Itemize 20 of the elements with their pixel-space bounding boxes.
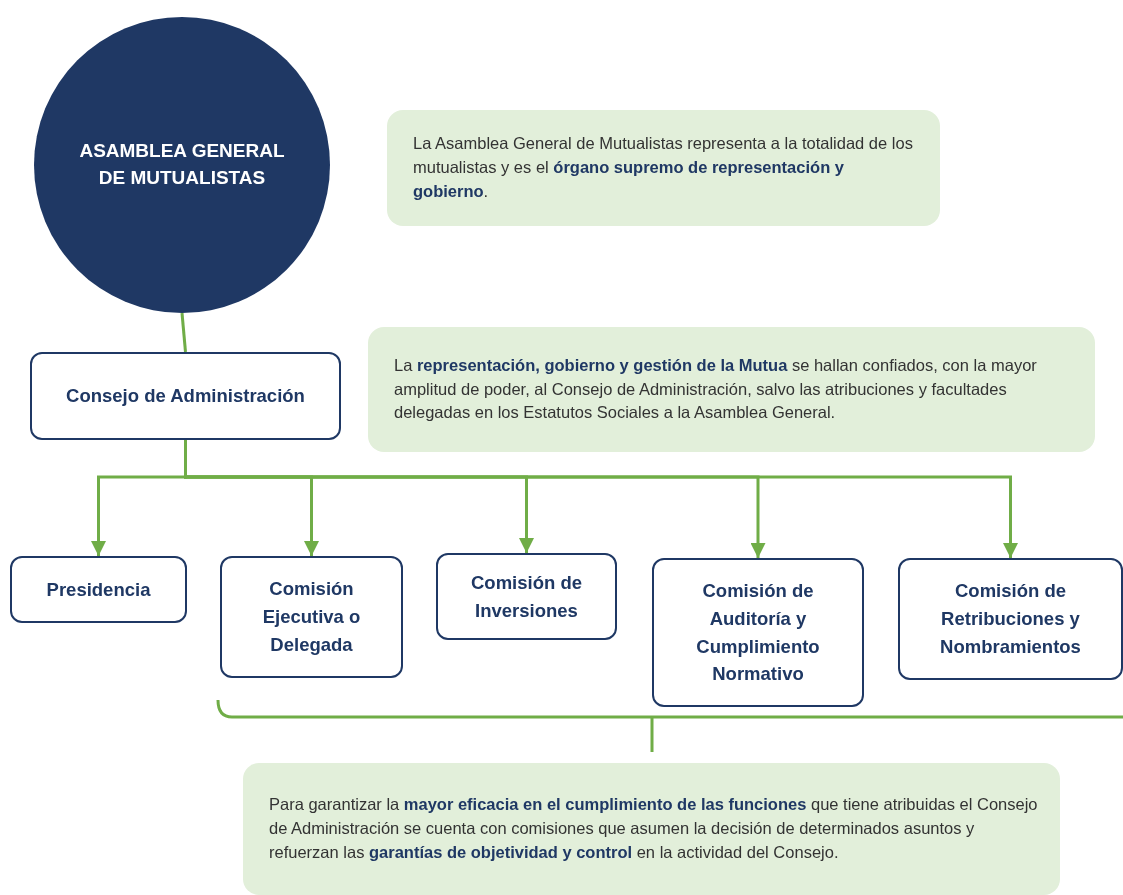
process-box: [30, 352, 341, 440]
node-label: Presidencia: [46, 577, 151, 602]
node-label: Comisión de Auditoría y Cumplimiento Normativo: [695, 579, 821, 687]
note-box: [368, 327, 1095, 452]
node-label: Comisión Ejecutiva o Delegada: [261, 577, 362, 657]
node-label: Consejo de Administración: [66, 384, 305, 409]
note-text: La representación, gobierno y gestión de la Mutua se hallan confiados, con la mayor amplitud de poder, al Consejo de Administración, salvo las atribuciones y facultades delegadas en los Estatutos Sociales a la Asamblea General.: [394, 354, 1038, 424]
node-label: Comisión de Retribuciones y Nombramientos: [939, 579, 1082, 659]
process-box: [10, 556, 187, 623]
process-box: [220, 556, 403, 678]
note-box: [387, 110, 940, 226]
note-text: Para garantizar la mayor eficacia en el cumplimiento de las funciones que tiene atribuidas el Consejo de Administración se cuenta con comisiones que asumen la decisión de determinados asuntos y refuerzan las garantías de objetividad y control en la actividad del Consejo.: [269, 794, 1038, 863]
process-box: [436, 553, 617, 640]
connector-line: [180, 312, 187, 353]
note-text: La Asamblea General de Mutualistas representa a la totalidad de los mutualistas y es el órgano supremo de representación y gobierno.: [413, 133, 914, 202]
process-box: [898, 558, 1123, 680]
node-label: Comisión de Inversiones: [470, 570, 583, 623]
process-box: [652, 558, 864, 707]
note-box: [243, 763, 1060, 895]
node-label: ASAMBLEA GENERAL DE MUTUALISTAS: [78, 139, 286, 190]
